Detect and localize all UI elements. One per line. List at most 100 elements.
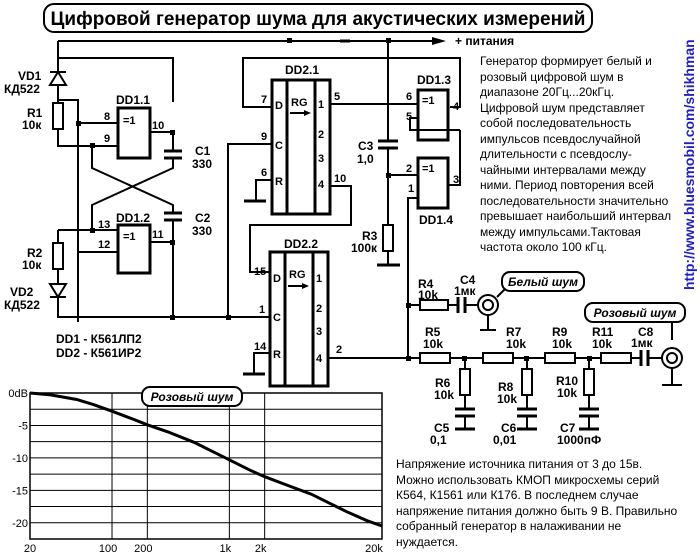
dd1-2-func: =1	[123, 231, 136, 243]
r9-ref: R9	[552, 325, 568, 339]
c2-value: 330	[192, 224, 212, 238]
pin: 7	[261, 94, 267, 106]
resistor-r7	[482, 352, 514, 364]
resistor-r3	[382, 224, 394, 252]
c5-value: 0,1	[430, 433, 447, 447]
r10-value: 10k	[557, 386, 577, 400]
chip-dd2-1	[270, 78, 332, 216]
pink-noise-label: Розовый шум	[594, 306, 677, 320]
x-tick-label: 20	[24, 543, 36, 555]
pin-label: 3	[316, 326, 322, 338]
pin: 9	[104, 133, 110, 145]
dd1-4-func: =1	[422, 163, 435, 175]
series-line	[29, 391, 383, 528]
description-text: Генератор формирует белый и розовый цифр…	[480, 54, 672, 254]
pin-label: 2	[316, 303, 322, 315]
chart-frame	[29, 392, 383, 540]
dd2-2-func: RG	[289, 269, 306, 281]
c3-value: 1,0	[357, 152, 374, 166]
pin: 11	[152, 229, 164, 241]
x-tick-label: 20k	[365, 543, 383, 555]
r1-ref: R1	[27, 106, 43, 120]
c1-ref: C1	[195, 144, 211, 158]
page-title: Цифровой генератор шума для акустических…	[51, 9, 586, 30]
chip-dd2-2	[268, 250, 330, 388]
r4-value: 10k	[418, 288, 438, 302]
chip-dd1-4	[416, 156, 450, 210]
dd2-1-ref: DD2.1	[285, 63, 319, 77]
r6-value: 10k	[434, 388, 454, 402]
r1-value: 10к	[22, 118, 42, 132]
pin-label: 1	[316, 273, 322, 285]
diode-vd1	[48, 70, 68, 86]
c2-ref: C2	[195, 211, 211, 225]
parts-dd1: DD1 - К561ЛП2	[56, 332, 142, 346]
dd2-1-func: RG	[291, 97, 308, 109]
r11-value: 10k	[592, 337, 612, 351]
dd1-3-func: =1	[422, 95, 435, 107]
r2-ref: R2	[27, 246, 43, 260]
vd2-ref: VD2	[10, 285, 34, 299]
pin: 9	[261, 131, 267, 143]
resistor-r9	[544, 352, 576, 364]
pin: 1	[259, 304, 265, 316]
pin-label: R	[275, 176, 283, 188]
vd1-value: КД522	[4, 82, 40, 96]
power-label: + питания	[455, 34, 514, 48]
y-tick-label: -5	[18, 420, 28, 432]
vd2-value: КД522	[4, 298, 40, 312]
chart-title-badge	[141, 386, 243, 407]
r11-ref: R11	[592, 325, 614, 339]
x-tick-label: 1k	[220, 543, 232, 555]
c6-ref: C6	[501, 421, 517, 435]
r5-ref: R5	[425, 325, 441, 339]
arrow-right-icon	[304, 110, 311, 116]
c8-value: 1мк	[631, 336, 654, 350]
r5-value: 10k	[423, 337, 443, 351]
pin: 6	[261, 167, 267, 179]
pin: 4	[453, 101, 460, 113]
pin-label: D	[273, 273, 281, 285]
arrow-right-icon	[432, 37, 446, 45]
r10-ref: R10	[556, 374, 578, 388]
y-tick-label: -15	[12, 485, 28, 497]
dd1-3-ref: DD1.3	[417, 73, 451, 87]
r3-ref: R3	[362, 229, 378, 243]
r4-ref: R4	[418, 277, 434, 291]
arrow-right-icon	[302, 283, 309, 289]
r8-value: 10k	[497, 392, 517, 406]
x-tick-label: 100	[99, 543, 117, 555]
dd1-4-ref: DD1.4	[419, 213, 453, 227]
y-tick-label: 0dB	[8, 388, 28, 400]
chart-title: Розовый шум	[151, 390, 234, 404]
c7-value: 1000пФ	[557, 433, 601, 447]
c1-value: 330	[192, 157, 212, 171]
c4-ref: C4	[460, 273, 476, 287]
c3-ref: C3	[358, 139, 374, 153]
notes-text: Напряжение источника питания от 3 до 15в…	[396, 457, 678, 549]
y-tick-label: -10	[12, 453, 28, 465]
pin: 5	[334, 91, 340, 103]
pin-label: D	[275, 100, 283, 112]
resistor-r11	[600, 352, 632, 364]
pin: 14	[254, 341, 267, 353]
site-url: http://www.bluesmobil.com/shikhman	[681, 39, 697, 290]
pin: 6	[406, 91, 412, 103]
r7-value: 10k	[506, 337, 526, 351]
pin: 8	[104, 111, 110, 123]
white-noise-badge	[501, 271, 585, 292]
pink-noise-badge	[584, 302, 686, 323]
diode-vd2	[48, 283, 68, 299]
c4-value: 1мк	[454, 284, 477, 298]
r6-ref: R6	[435, 376, 451, 390]
resistor-r5	[419, 352, 451, 364]
pin-label: 4	[316, 353, 323, 365]
r9-value: 10k	[552, 337, 572, 351]
pin-label: C	[275, 140, 283, 152]
pin: 3	[453, 174, 459, 186]
x-tick-label: 2k	[255, 543, 267, 555]
pin: 2	[406, 163, 412, 175]
pin: 2	[336, 344, 342, 356]
vd1-ref: VD1	[18, 69, 42, 83]
